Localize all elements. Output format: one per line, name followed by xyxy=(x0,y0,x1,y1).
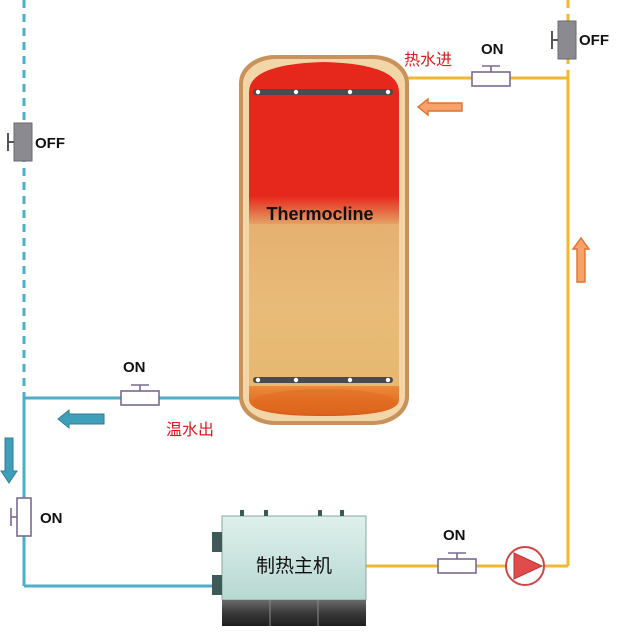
arrow-up-orange-icon xyxy=(571,236,591,283)
valve-bottom[interactable] xyxy=(437,552,477,574)
valve-top-left-label: OFF xyxy=(35,135,65,152)
pump-icon[interactable] xyxy=(505,546,545,586)
heating-unit: 制热主机 xyxy=(212,510,367,626)
valve-hot-in-label: ON xyxy=(481,41,504,58)
arrow-down-teal-icon xyxy=(0,437,18,484)
valve-hot-in[interactable] xyxy=(471,65,511,87)
valve-bottom-label: ON xyxy=(443,527,466,544)
arrow-left-teal-icon xyxy=(57,408,105,430)
top-diffuser xyxy=(253,89,393,95)
arrow-left-orange-icon xyxy=(416,97,463,117)
valve-warm-out[interactable] xyxy=(120,384,160,406)
storage-tank: Thermocline xyxy=(239,55,409,425)
valve-warm-out-label: ON xyxy=(123,359,146,376)
valve-left-down[interactable] xyxy=(10,497,32,537)
tank-label: Thermocline xyxy=(266,204,373,224)
bottom-diffuser xyxy=(253,377,393,383)
valve-top-right-label: OFF xyxy=(579,32,609,49)
valve-left-down-label: ON xyxy=(40,510,63,527)
unit-label: 制热主机 xyxy=(256,555,332,577)
valve-top-right[interactable] xyxy=(551,20,577,60)
valve-top-left[interactable] xyxy=(7,122,33,162)
warm-out-label: 温水出 xyxy=(166,420,214,439)
hot-in-label: 热水进 xyxy=(404,50,452,69)
